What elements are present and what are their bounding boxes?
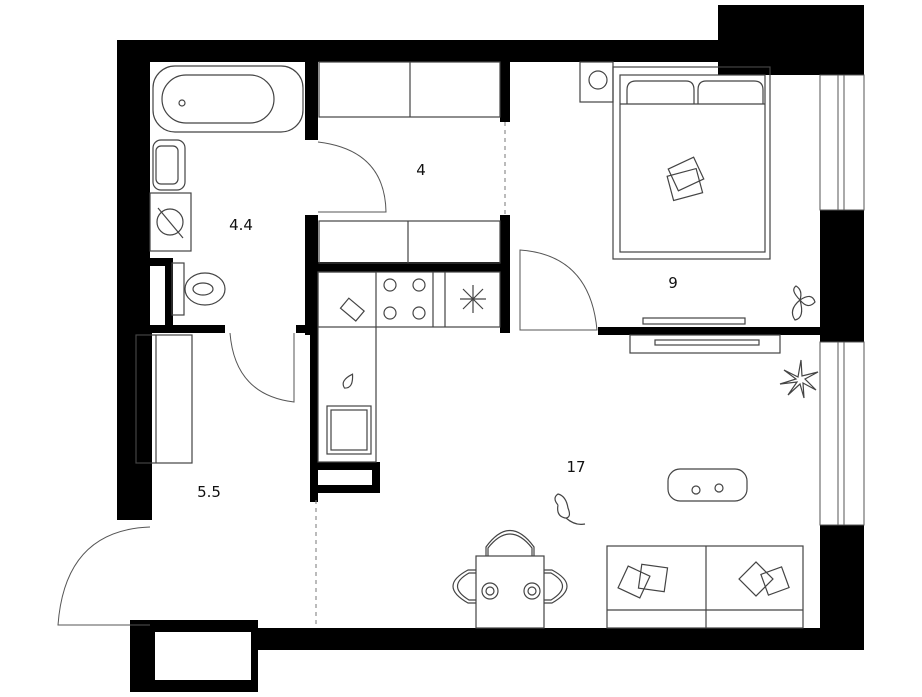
plant-icon-living [779, 359, 819, 399]
exterior-walls [117, 5, 864, 692]
nightstand [579, 61, 614, 103]
wardrobe-top [318, 61, 501, 118]
toilet [171, 262, 226, 316]
sofa [606, 545, 804, 629]
hall-closet [135, 334, 193, 464]
cups-icon [691, 483, 724, 495]
interior-walls [140, 60, 820, 628]
window-bedroom [819, 74, 865, 211]
microwave-icon [339, 297, 366, 322]
bed [612, 66, 771, 260]
sink [152, 139, 186, 191]
wardrobe-bottom [318, 220, 501, 264]
kitchen-counter [317, 271, 501, 463]
dining-table [452, 530, 568, 629]
cat-icon [554, 493, 586, 525]
window-living [819, 341, 865, 526]
plant-icon [791, 285, 816, 321]
room-area-hall: 5.5 [197, 483, 221, 501]
tv-stand [629, 317, 781, 354]
fridge-snowflake-icon [460, 285, 486, 313]
room-area-bedroom: 9 [668, 274, 678, 292]
room-area-bathroom: 4.4 [229, 216, 253, 234]
doors [57, 141, 598, 626]
washing-machine [149, 192, 192, 252]
stove-icon [383, 278, 426, 320]
bathtub [152, 65, 304, 133]
kitchen-sink-icon [326, 373, 372, 455]
coffee-table [667, 468, 748, 502]
room-area-living-kitchen: 17 [566, 458, 586, 476]
room-area-corridor: 4 [416, 161, 426, 179]
